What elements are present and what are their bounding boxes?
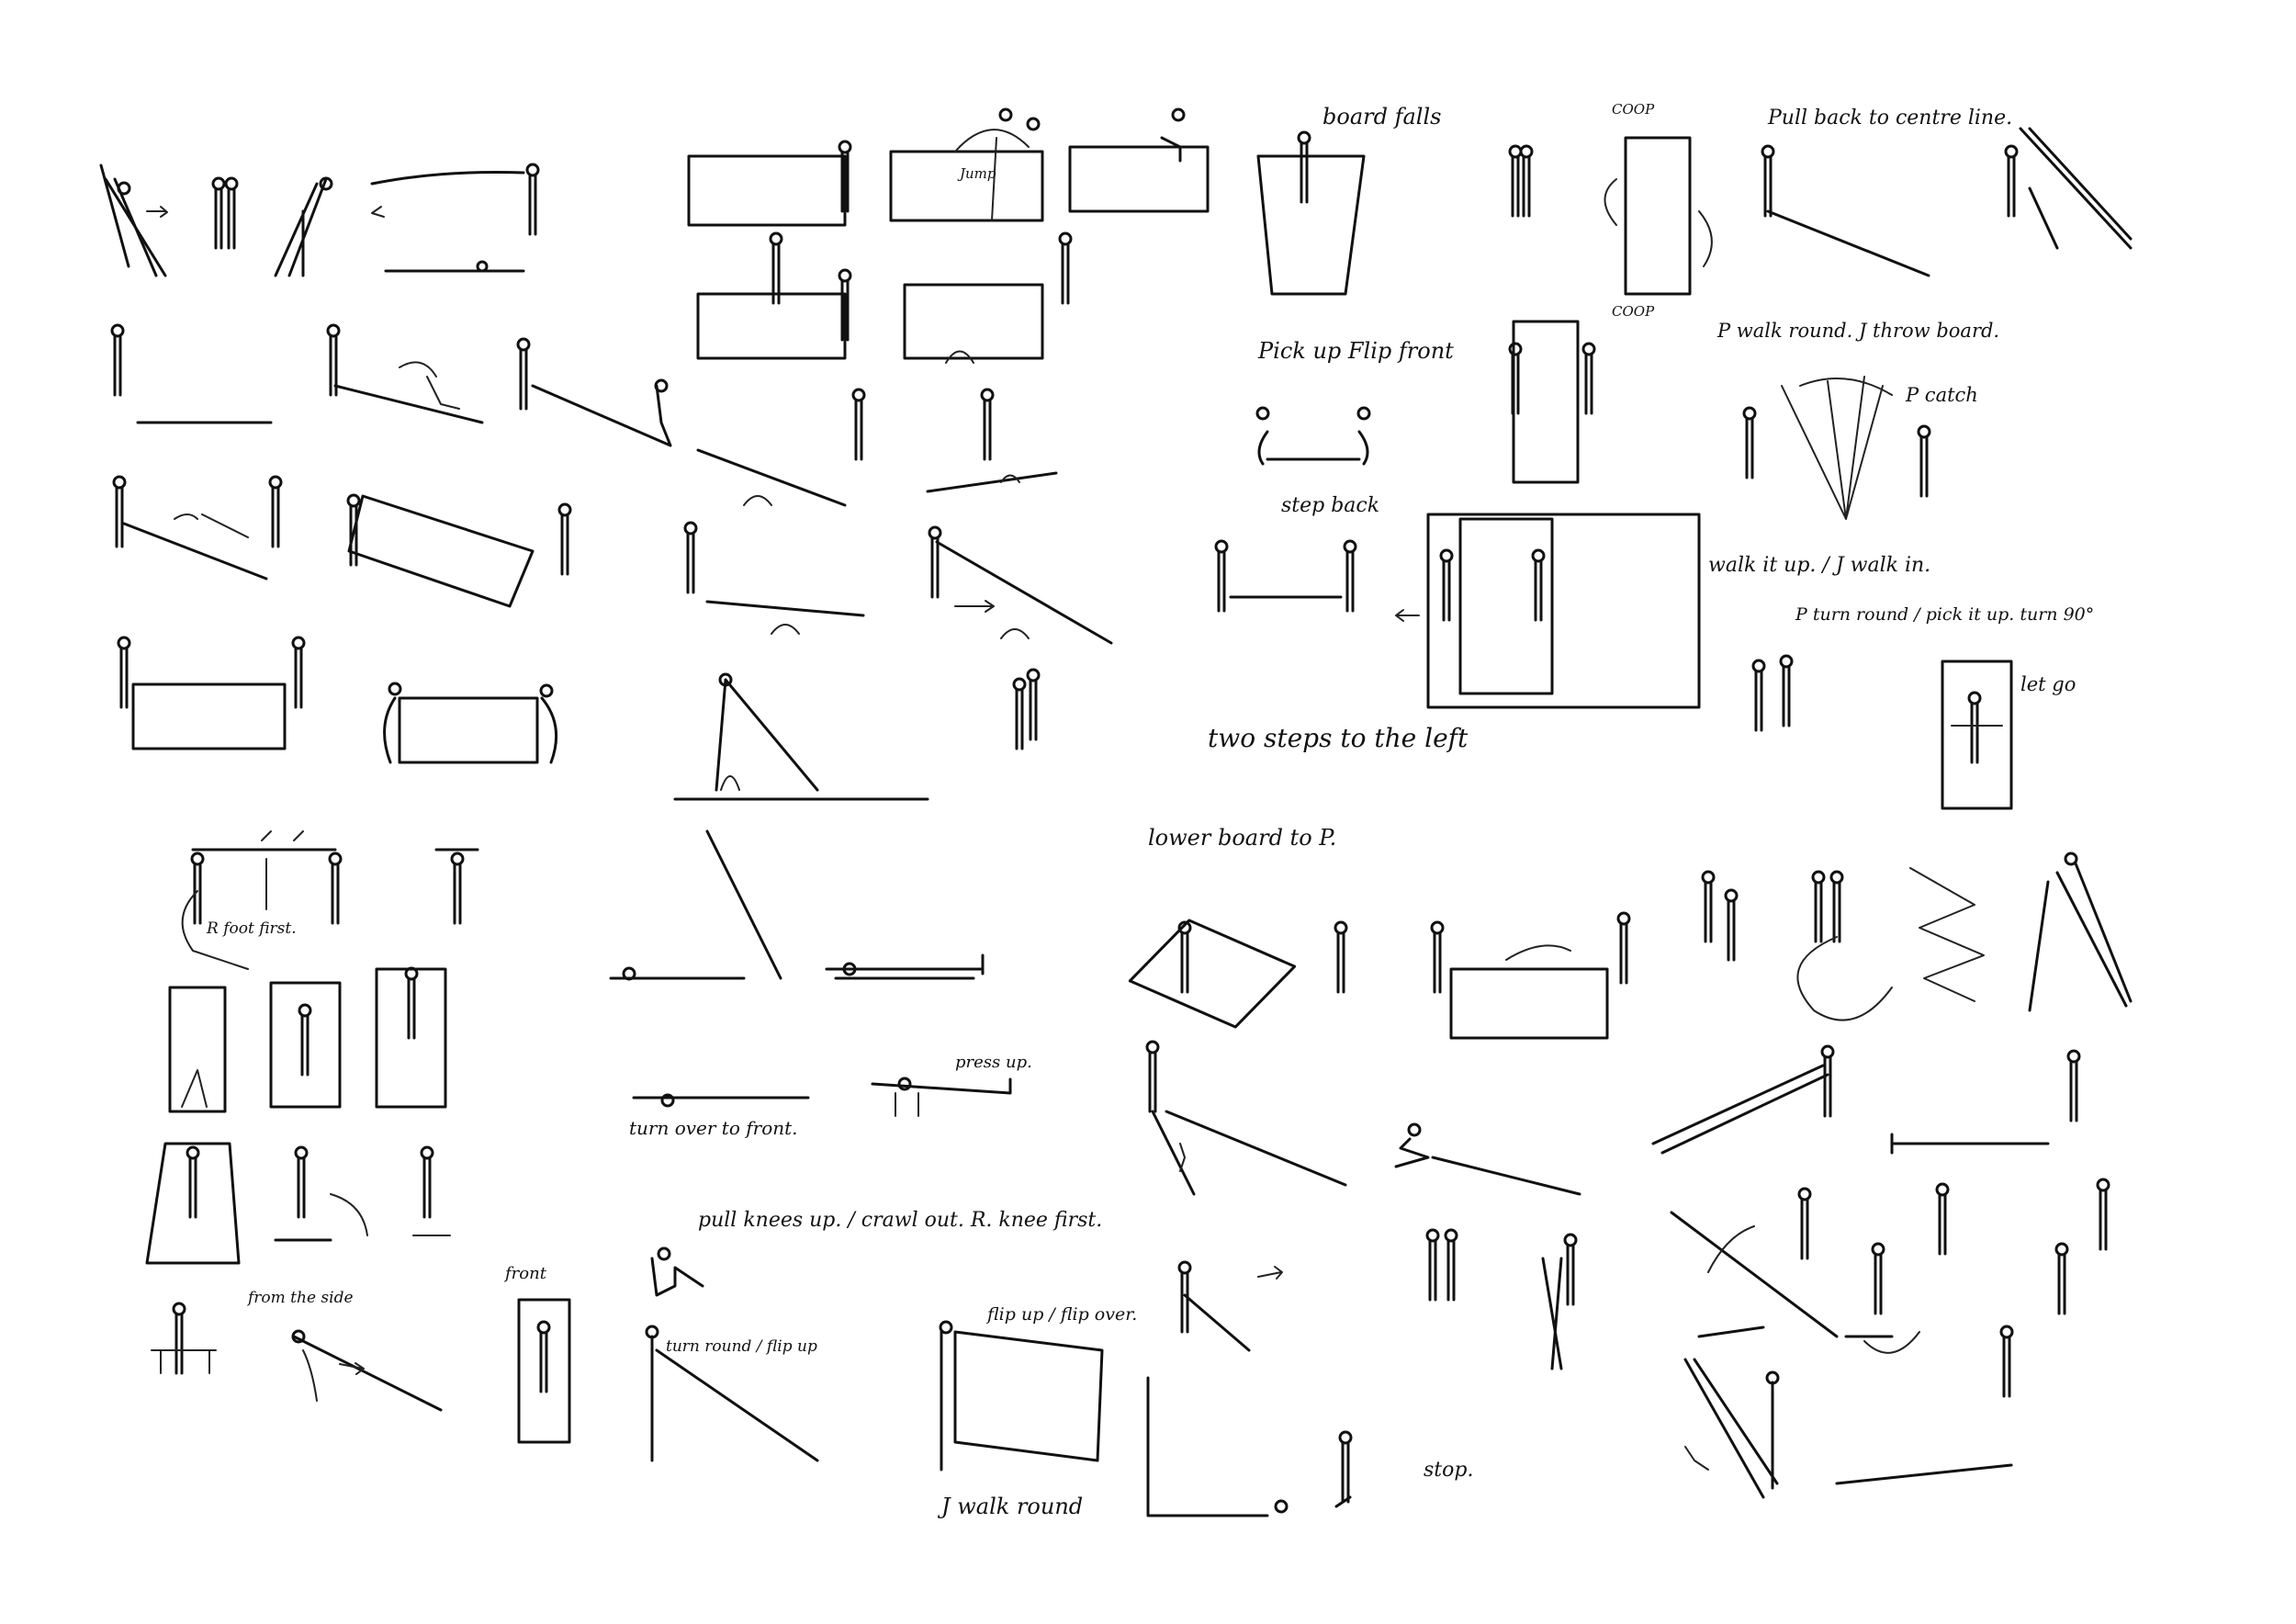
note-p-walk-round: P walk round. J throw board. (1717, 320, 2000, 342)
note-walk-it-up: walk it up. / J walk in. (1708, 554, 1931, 577)
note-step-back: step back (1281, 494, 1380, 517)
panel-3 (110, 323, 672, 447)
panel-7 (696, 231, 1073, 364)
note-pick-up-flip: Pick up Flip front (1258, 338, 1454, 364)
note-two-steps: two steps to the left (1208, 723, 1469, 753)
panel-10 (673, 668, 1041, 801)
panel-2 (370, 163, 540, 273)
note-jump: Jump (960, 165, 996, 182)
note-turn-round-flip: turn round / flip up (666, 1337, 817, 1356)
note-r-foot-first: R foot first. (207, 919, 297, 938)
panel-4 (112, 475, 572, 608)
note-pull-back: Pull back to centre line. (1768, 107, 2013, 130)
panel-28 (1146, 1325, 2014, 1517)
note-front: front (505, 1264, 546, 1283)
panel-1 (99, 164, 333, 277)
panel-26 (1145, 1040, 2081, 1196)
note-coop-bottom: COOP (1612, 303, 1655, 320)
panel-14 (1761, 127, 2133, 277)
panel-22 (632, 1077, 1012, 1117)
panel-13 (1214, 513, 1701, 709)
note-stop: stop. (1424, 1459, 1474, 1482)
note-flip-up-over: flip up / flip over. (987, 1304, 1138, 1325)
note-press-up: press up. (955, 1053, 1032, 1072)
panel-16 (1751, 654, 2013, 810)
panel-19 (145, 1142, 451, 1265)
note-let-go: let go (2020, 673, 2077, 695)
note-coop-top: COOP (1612, 101, 1655, 118)
note-from-side: from the side (248, 1289, 354, 1307)
panel-8 (696, 388, 1058, 507)
panel-25 (1701, 851, 2133, 1021)
panel-15 (1742, 376, 1931, 520)
panel-18 (168, 966, 447, 1113)
panel-23 (645, 1246, 1104, 1472)
panel-17 (181, 830, 479, 970)
panel-27 (1177, 1178, 2110, 1370)
note-board-falls: board falls (1322, 104, 1442, 130)
panel-24 (1128, 911, 1631, 1040)
panel-20 (151, 1298, 571, 1444)
panel-5 (117, 636, 558, 764)
note-p-catch: P catch (1906, 384, 1978, 406)
panel-9 (683, 521, 1113, 645)
panel-11 (1256, 130, 1713, 296)
note-turn-over: turn over to front. (629, 1117, 798, 1139)
note-lower-board: lower board to P. (1148, 825, 1337, 851)
note-pull-knees: pull knees up. / crawl out. R. knee firs… (698, 1209, 1103, 1232)
panel-6 (687, 107, 1210, 227)
panel-21 (609, 829, 985, 981)
note-p-turn-round: P turn round / pick it up. turn 90° (1795, 604, 2095, 625)
panel-12 (1255, 320, 1596, 484)
note-j-walk-round: J walk round (941, 1494, 1084, 1519)
